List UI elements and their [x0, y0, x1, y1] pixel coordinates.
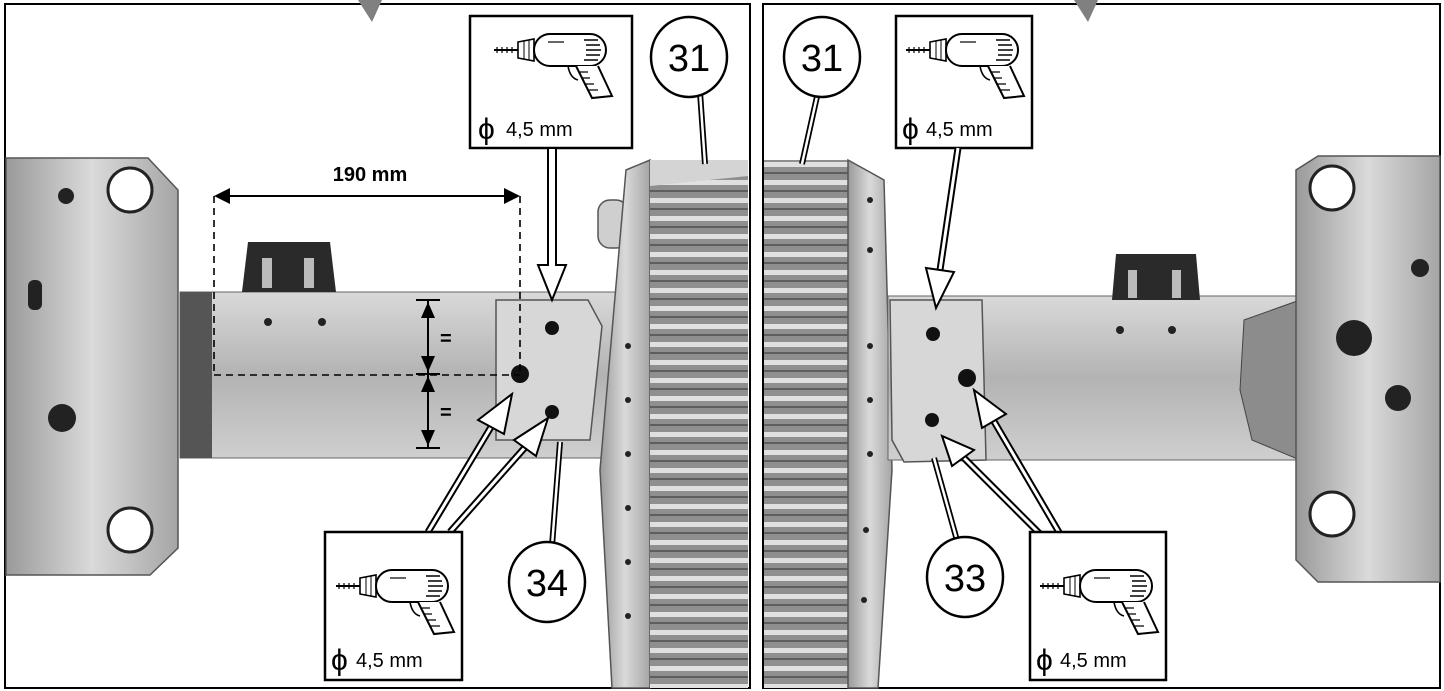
hole-icon	[1308, 490, 1356, 538]
callout-31-left: 31	[649, 15, 729, 165]
hole-icon	[1411, 259, 1429, 277]
diameter-symbol: ϕ	[478, 113, 495, 146]
hole-icon	[106, 166, 154, 214]
arrow-icon	[536, 147, 568, 303]
radiator-side-tank-right	[847, 158, 893, 689]
diameter-text: 4,5 mm	[506, 119, 573, 141]
equal-spacing: = =	[416, 299, 452, 449]
equal-mark: =	[440, 328, 452, 350]
arrow-icon	[421, 302, 435, 446]
diameter-text: 4,5 mm	[356, 650, 423, 672]
radiator-core-left	[650, 160, 748, 688]
pointer-marker-right	[1074, 0, 1098, 22]
hole-icon	[48, 404, 76, 432]
right-photo	[764, 155, 1441, 689]
diameter-symbol: ϕ	[1036, 644, 1053, 677]
drill-box-left-top: ϕ 4,5 mm	[468, 14, 634, 150]
dimension-190mm: 190 mm	[213, 164, 521, 376]
mounting-plate-right	[1295, 155, 1441, 583]
callout-33: 33	[925, 457, 1005, 619]
bracket-33	[889, 299, 987, 463]
hole-icon	[545, 405, 559, 419]
clip-left	[242, 242, 336, 292]
arrow-icon	[504, 188, 520, 204]
pointer-marker-left	[358, 0, 382, 22]
arrow-icon	[924, 147, 962, 311]
drill-box-right-top: ϕ 4,5 mm	[894, 14, 1034, 150]
hole-icon	[58, 188, 74, 204]
diameter-symbol: ϕ	[331, 644, 348, 677]
hole-icon	[106, 506, 154, 554]
hole-icon	[925, 413, 939, 427]
callout-31-right: 31	[782, 15, 862, 165]
callout-number: 31	[668, 38, 710, 80]
radiator-side-tank-left	[599, 158, 651, 689]
diameter-text: 4,5 mm	[926, 119, 993, 141]
radiator-core-right	[764, 160, 848, 688]
equal-mark: =	[440, 402, 452, 424]
diameter-text: 4,5 mm	[1060, 650, 1127, 672]
callout-number: 31	[801, 38, 843, 80]
hole-icon	[1308, 164, 1356, 212]
slot-hole	[28, 280, 42, 310]
callout-number: 33	[944, 558, 986, 600]
arrow-icon	[940, 387, 1064, 537]
arrow-icon	[214, 188, 230, 204]
crossbar-end-shadow	[180, 292, 212, 458]
hole-icon	[1385, 385, 1411, 411]
callout-34: 34	[507, 441, 587, 624]
left-photo	[5, 157, 748, 689]
diameter-symbol: ϕ	[902, 113, 919, 146]
mounting-plate-left	[5, 157, 179, 576]
dimension-label: 190 mm	[333, 164, 408, 186]
hole-icon	[545, 321, 559, 335]
drill-box-right-bottom: ϕ 4,5 mm	[1028, 530, 1168, 682]
arrow-icon	[424, 391, 550, 535]
hole-icon	[926, 327, 940, 341]
drill-box-left-bottom: ϕ 4,5 mm	[323, 530, 464, 682]
clip-right	[1112, 254, 1200, 300]
hole-icon	[958, 369, 976, 387]
callout-number: 34	[526, 563, 568, 605]
hole-icon	[1336, 320, 1372, 356]
bracket-34	[495, 299, 603, 441]
hole-icon	[511, 365, 529, 383]
